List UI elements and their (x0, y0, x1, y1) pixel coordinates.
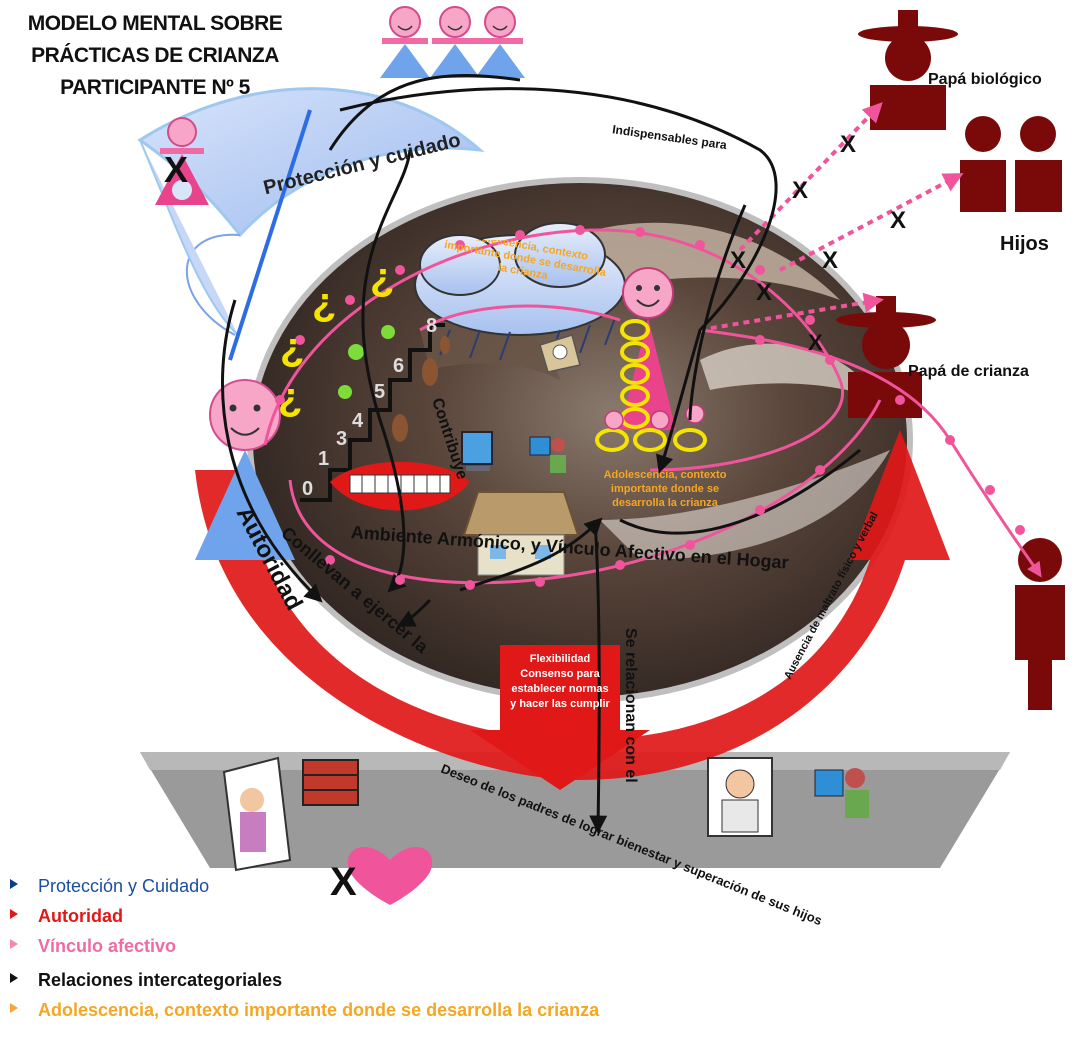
stair-number: 8 (426, 315, 437, 337)
flexibilidad-arrow (470, 645, 650, 790)
legend-bullet-icon (10, 1003, 18, 1013)
three-children-icons (380, 6, 525, 78)
legend-item-vinculo: Vínculo afectivo (10, 934, 770, 958)
x-mark: X (840, 131, 856, 158)
question-marks: ¿ ¿ ¿ ¿ (278, 255, 394, 419)
stair-number: 1 (318, 448, 329, 470)
page-title: MODELO MENTAL SOBRE PRÁCTICAS DE CRIANZA… (0, 8, 310, 104)
stair-number: 4 (352, 410, 364, 432)
question-mark: ¿ (278, 375, 302, 419)
stepfather-icon (836, 296, 936, 418)
title-line-1: MODELO MENTAL SOBRE (27, 12, 283, 35)
title-line-3: PARTICIPANTE Nº 5 (60, 76, 250, 99)
heart-markers (275, 225, 1025, 590)
children-silhouettes-icon (960, 116, 1062, 212)
heart-icon (347, 847, 433, 905)
crossed-out-figure (155, 117, 209, 205)
legend-label: Autoridad (38, 906, 123, 926)
legend-bullet-icon (10, 973, 18, 983)
legend-label: Adolescencia, contexto importante donde … (38, 1000, 600, 1020)
legend: Protección y Cuidado Autoridad Vínculo a… (10, 874, 770, 1028)
x-mark: X (808, 330, 823, 355)
legend-bullet-icon (10, 909, 18, 919)
green-star-icons (338, 325, 395, 399)
crossed-relations (699, 102, 964, 332)
staircase (300, 323, 445, 502)
intercategory-arrows (220, 73, 861, 834)
title-line-2: PRÁCTICAS DE CRIANZA (31, 44, 279, 67)
computer-icon (461, 431, 493, 471)
x-mark: X (890, 207, 906, 234)
legend-item-proteccion: Protección y Cuidado (10, 874, 770, 898)
vinculo-afectivo-path (263, 228, 1042, 585)
adolescencia-cloud-label-box: Adolescencia, contexto importante donde … (443, 240, 607, 283)
flexibilidad-label-box: Flexibilidad Consenso para establecer no… (510, 653, 610, 710)
question-mark: ¿ (280, 325, 304, 369)
footprint-icons (392, 336, 450, 442)
mother-with-baby-icon (222, 756, 292, 872)
x-mark: X (730, 247, 746, 274)
smile-lips-icon (330, 461, 470, 511)
autoridad-arrow (195, 430, 950, 780)
legend-bullet-icon (10, 879, 18, 889)
question-mark: ¿ (312, 280, 336, 324)
legend-label: Protección y Cuidado (38, 876, 210, 896)
biological-father-icon (858, 10, 958, 130)
papa-crianza-label: Papá de crianza (908, 363, 1029, 380)
books-icon (302, 759, 359, 806)
x-mark: X (756, 279, 772, 306)
stair-number: 5 (374, 381, 385, 403)
house-icon (462, 491, 580, 576)
person-at-computer-icon (529, 436, 566, 473)
x-mark: X (164, 149, 188, 190)
stair-number: 6 (393, 355, 404, 377)
legend-item-autoridad: Autoridad (10, 904, 770, 928)
legend-item-adolescencia: Adolescencia, contexto importante donde … (10, 998, 770, 1022)
papa-biologico-label: Papá biológico (928, 71, 1042, 88)
legend-label: Relaciones intercategoriales (38, 970, 283, 990)
legend-item-relaciones: Relaciones intercategoriales (10, 968, 770, 992)
se-relacionan-label: Se relacionan con el (622, 628, 639, 783)
flexibilidad-label: Flexibilidad Consenso para establecer no… (510, 653, 610, 710)
adolescent-silhouette-icon (1015, 538, 1065, 710)
hijos-label: Hijos (1000, 233, 1049, 255)
x-mark: X (822, 247, 838, 274)
stair-numbers: 0 1 3 4 5 6 8 (302, 315, 437, 500)
question-mark: ¿ (370, 255, 394, 299)
clock-icon (539, 334, 581, 373)
stair-number: 0 (302, 478, 313, 500)
legend-bullet-icon (10, 939, 18, 949)
stair-number: 3 (336, 428, 347, 450)
x-mark: X (792, 177, 808, 204)
x-mark: X (330, 860, 357, 904)
x-marks: X X X X X X X X X (164, 131, 906, 904)
adolescencia-center-label-box: Adolescencia, contexto importante donde … (603, 469, 727, 509)
person-computer-icon-bottom (814, 768, 869, 818)
adolescencia-cloud-label: Adolescencia, contexto importante donde … (443, 240, 607, 283)
adolescencia-center-label: Adolescencia, contexto importante donde … (603, 469, 727, 509)
legend-label: Vínculo afectivo (38, 936, 177, 956)
nurse-icon (707, 757, 773, 837)
